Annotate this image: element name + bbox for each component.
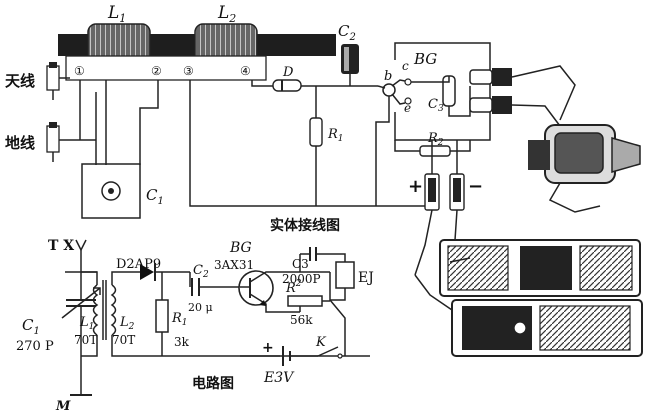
battery-pack — [414, 239, 643, 357]
sch-battery-plus: + — [262, 340, 274, 356]
earphone — [528, 124, 641, 213]
minus-label: − — [468, 176, 483, 197]
plus-label: + — [408, 176, 423, 197]
antenna-plug — [46, 62, 70, 100]
terminal-3: ③ — [183, 64, 194, 78]
sch-c1-value: 270 P — [16, 339, 54, 354]
antenna-label: 天线 — [5, 72, 35, 90]
sch-earphone — [335, 261, 355, 289]
l2-label: L2 — [217, 3, 236, 25]
sch-r1-label: R1 — [171, 311, 188, 328]
sch-c1-label: C1 — [22, 316, 40, 337]
r1-resistor — [309, 117, 323, 147]
terminal-1: ① — [74, 64, 85, 78]
pin-b-label: b — [384, 69, 392, 84]
pin-c-label: c — [402, 59, 409, 73]
power-plugs — [376, 140, 465, 276]
circuit-schematic: T X C1 270 P L1 70T L2 70T M D2AP9 — [16, 238, 374, 414]
d-label: D — [282, 65, 294, 80]
terminal-2: ② — [151, 64, 162, 78]
sch-transistor — [238, 270, 274, 306]
sch-c3-label: C3 — [292, 257, 309, 271]
ground-label: 地线 — [5, 134, 35, 152]
r2-resistor — [419, 145, 451, 157]
c2-capacitor — [341, 44, 359, 86]
ground-plug — [46, 122, 96, 162]
transistor-bg — [375, 78, 412, 206]
c2-label: C2 — [338, 22, 356, 43]
bg-label: BG — [413, 50, 437, 68]
sch-c2-label: C2 — [193, 263, 209, 280]
sch-r2-value: 56k — [290, 313, 313, 327]
schematic-caption: 电路图 — [192, 375, 234, 392]
pin-e-label: e — [404, 101, 411, 115]
sch-l1-label: L1 — [79, 315, 94, 332]
sch-c3-value: 2000P — [282, 272, 321, 286]
sch-bg-label: BG — [229, 240, 252, 256]
sch-c2-value: 20 μ — [188, 301, 213, 314]
sch-l2-value: 70T — [112, 333, 135, 347]
c1-label: C1 — [146, 186, 164, 207]
sch-r2-label: R2 — [285, 279, 302, 296]
diode-d — [272, 79, 302, 92]
l1-label: L1 — [107, 3, 126, 25]
sch-l2-label: L2 — [119, 315, 135, 332]
sch-r2-resistor — [287, 295, 323, 307]
c3-label: C3 — [428, 97, 444, 114]
physical-wiring-diagram: L1 L2 ① ② ③ ④ 天线 地线 C1 — [5, 3, 641, 276]
sch-battery-label: E3V — [263, 370, 295, 386]
sch-r1-resistor — [155, 299, 169, 333]
terminal-4: ④ — [240, 64, 251, 78]
sch-ej-label: EJ — [358, 270, 374, 286]
sch-d-label: D2AP9 — [116, 257, 161, 272]
sch-m-label: M — [55, 399, 71, 414]
sch-bg-type: 3AX31 — [214, 258, 254, 272]
sch-k-label: K — [315, 335, 327, 350]
sch-l1-value: 70T — [74, 333, 97, 347]
terminal-board — [65, 55, 267, 81]
r2-label: R2 — [427, 131, 444, 148]
tx-label: T X — [48, 238, 74, 254]
earphone-jacks — [469, 65, 576, 127]
r1-label: R1 — [327, 127, 344, 144]
sch-r1-value: 3k — [174, 335, 190, 349]
physical-caption: 实体接线图 — [270, 217, 340, 234]
